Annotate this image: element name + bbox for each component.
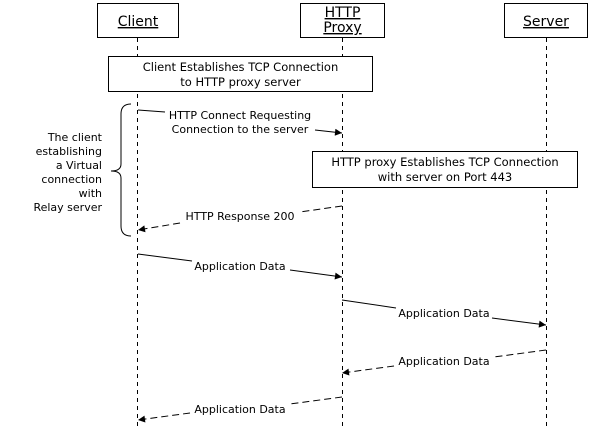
virtual-connection-bracket [110, 103, 132, 237]
server-participant: Server [504, 3, 588, 38]
client-tcp-note-line1: Client Establishes TCP Connection [143, 60, 339, 74]
proxy-tcp-note-line2: with server on Port 443 [378, 170, 513, 184]
proxy-participant-label-line1: HTTP [325, 5, 361, 21]
http-response-label: HTTP Response 200 [186, 210, 295, 223]
app-data-proxy-to-client-label: Application Data [194, 403, 285, 416]
proxy-tcp-note: HTTP proxy Establishes TCP Connection wi… [312, 151, 578, 188]
server-participant-label: Server [523, 14, 569, 30]
app-data-proxy-to-client: Application Data [137, 396, 343, 423]
bracket-label-line2: establishing [36, 145, 102, 158]
proxy-participant-label-line2: Proxy [323, 20, 361, 36]
client-tcp-note-line2: to HTTP proxy server [180, 75, 301, 89]
http-connect-label-line2: Connection to the server [172, 123, 309, 136]
client-tcp-note: Client Establishes TCP Connection to HTT… [108, 56, 373, 92]
app-data-client-to-proxy-label: Application Data [194, 260, 285, 273]
http-connect-message: HTTP Connect Requesting Connection to th… [137, 109, 343, 136]
proxy-tcp-note-line1: HTTP proxy Establishes TCP Connection [331, 155, 558, 169]
app-data-server-to-proxy-label: Application Data [398, 355, 489, 368]
client-participant-label: Client [118, 14, 159, 30]
bracket-label-line4: connection [41, 173, 102, 186]
proxy-participant: HTTP Proxy [300, 3, 385, 38]
app-data-proxy-to-server: Application Data [341, 299, 547, 328]
http-connect-label-line1: HTTP Connect Requesting [169, 109, 311, 122]
http-response-message: HTTP Response 200 [137, 205, 343, 233]
app-data-server-to-proxy: Application Data [341, 349, 547, 376]
client-participant: Client [97, 3, 179, 38]
app-data-proxy-to-server-label: Application Data [398, 307, 489, 320]
app-data-client-to-proxy: Application Data [137, 253, 343, 280]
bracket-label-line1: The client [47, 131, 103, 144]
bracket-label-line5: with [79, 187, 102, 200]
bracket-label-line6: Relay server [33, 201, 102, 214]
bracket-label-line3: a Virtual [56, 159, 102, 172]
